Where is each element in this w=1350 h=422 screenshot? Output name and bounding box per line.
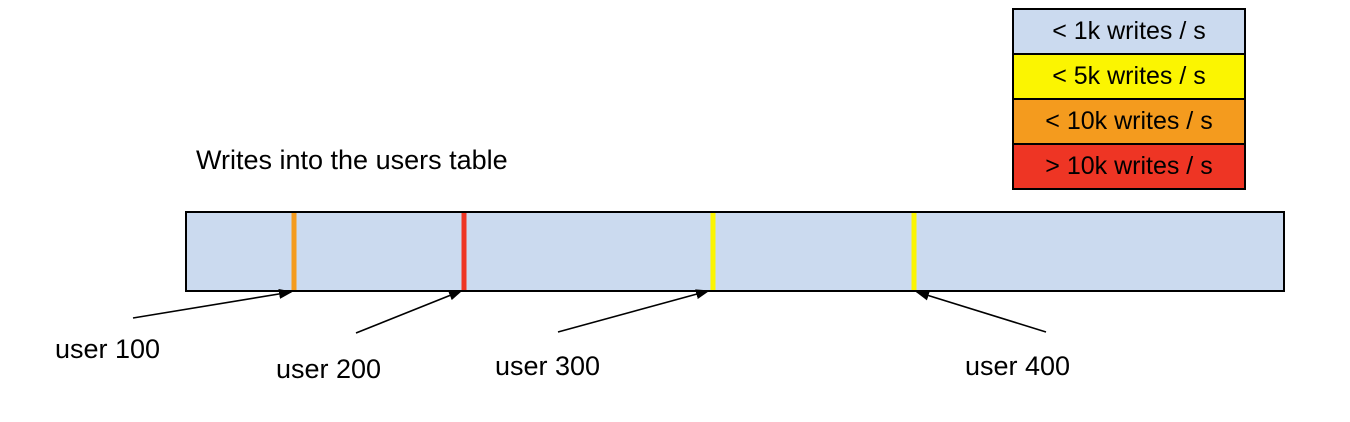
user-label: user 200	[276, 354, 382, 384]
legend-item: < 5k writes / s	[1012, 53, 1246, 100]
legend-item-label: > 10k writes / s	[1045, 152, 1213, 180]
users-table-bar	[185, 211, 1285, 292]
write-rate-marker	[911, 213, 917, 290]
user-label: user 300	[495, 351, 601, 381]
arrow	[132, 289, 293, 319]
diagram-title: Writes into the users table	[196, 145, 508, 175]
user-label: user 400	[965, 351, 1071, 381]
write-rate-marker	[461, 213, 467, 290]
legend-item: > 10k writes / s	[1012, 143, 1246, 190]
legend-item-label: < 10k writes / s	[1045, 107, 1213, 135]
legend: < 1k writes / s < 5k writes / s < 10k writ…	[1012, 8, 1246, 190]
legend-item: < 1k writes / s	[1012, 8, 1246, 55]
arrow	[915, 290, 1047, 333]
user-label: user 100	[55, 334, 161, 364]
legend-item-label: < 1k writes / s	[1052, 17, 1206, 45]
legend-item-label: < 5k writes / s	[1052, 62, 1206, 90]
arrow	[557, 289, 710, 333]
legend-item: < 10k writes / s	[1012, 98, 1246, 145]
write-rate-marker	[710, 213, 716, 290]
write-rate-marker	[291, 213, 297, 290]
arrow	[355, 290, 463, 334]
